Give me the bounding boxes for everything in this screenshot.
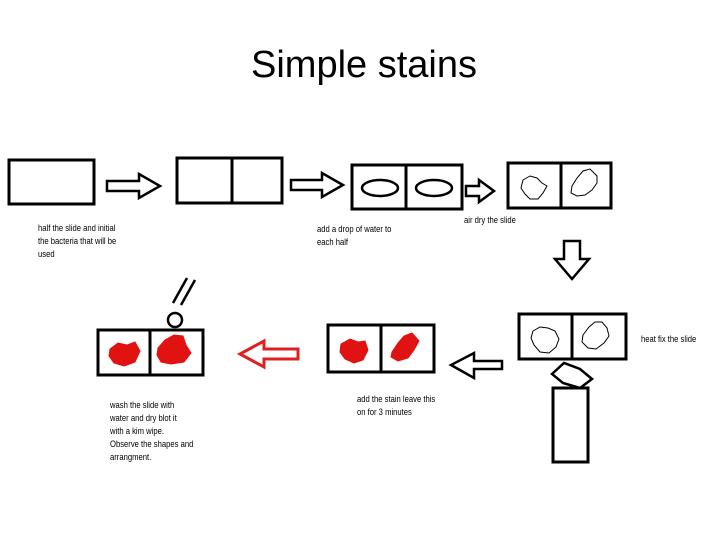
arrow-left-1: [448, 350, 504, 381]
slide-stained: [326, 323, 436, 374]
caption-step-4: heat fix the slide: [641, 334, 697, 344]
stain-blob: [390, 332, 420, 362]
stain-blob: [339, 338, 369, 364]
burner: [550, 361, 595, 464]
slide-water-drops: [350, 163, 464, 211]
caption-step-1: half the slide and initial the bacteria …: [38, 223, 117, 259]
slide-heat-fix: [517, 312, 628, 361]
stain-blob: [108, 341, 141, 367]
caption-step-3: air dry the slide: [464, 215, 516, 225]
slide-washed: [96, 328, 205, 377]
arrow-left-red: [236, 338, 300, 370]
arrow-right-1: [105, 171, 163, 201]
caption-step-2: add a drop of water to each half: [317, 224, 392, 247]
caption-step-6: wash the slide with water and dry blot i…: [110, 400, 194, 462]
arrow-right-3: [464, 177, 497, 205]
slide-air-dried: [506, 161, 613, 210]
wash-bottle: [166, 277, 197, 329]
arrow-right-2: [289, 170, 346, 200]
arrow-down: [552, 239, 592, 281]
page-title: Simple stains: [251, 44, 477, 86]
stain-blob: [156, 334, 192, 365]
slide-blank: [7, 158, 96, 206]
caption-step-5: add the stain leave this on for 3 minute…: [357, 394, 436, 417]
slide-divided: [175, 156, 284, 205]
